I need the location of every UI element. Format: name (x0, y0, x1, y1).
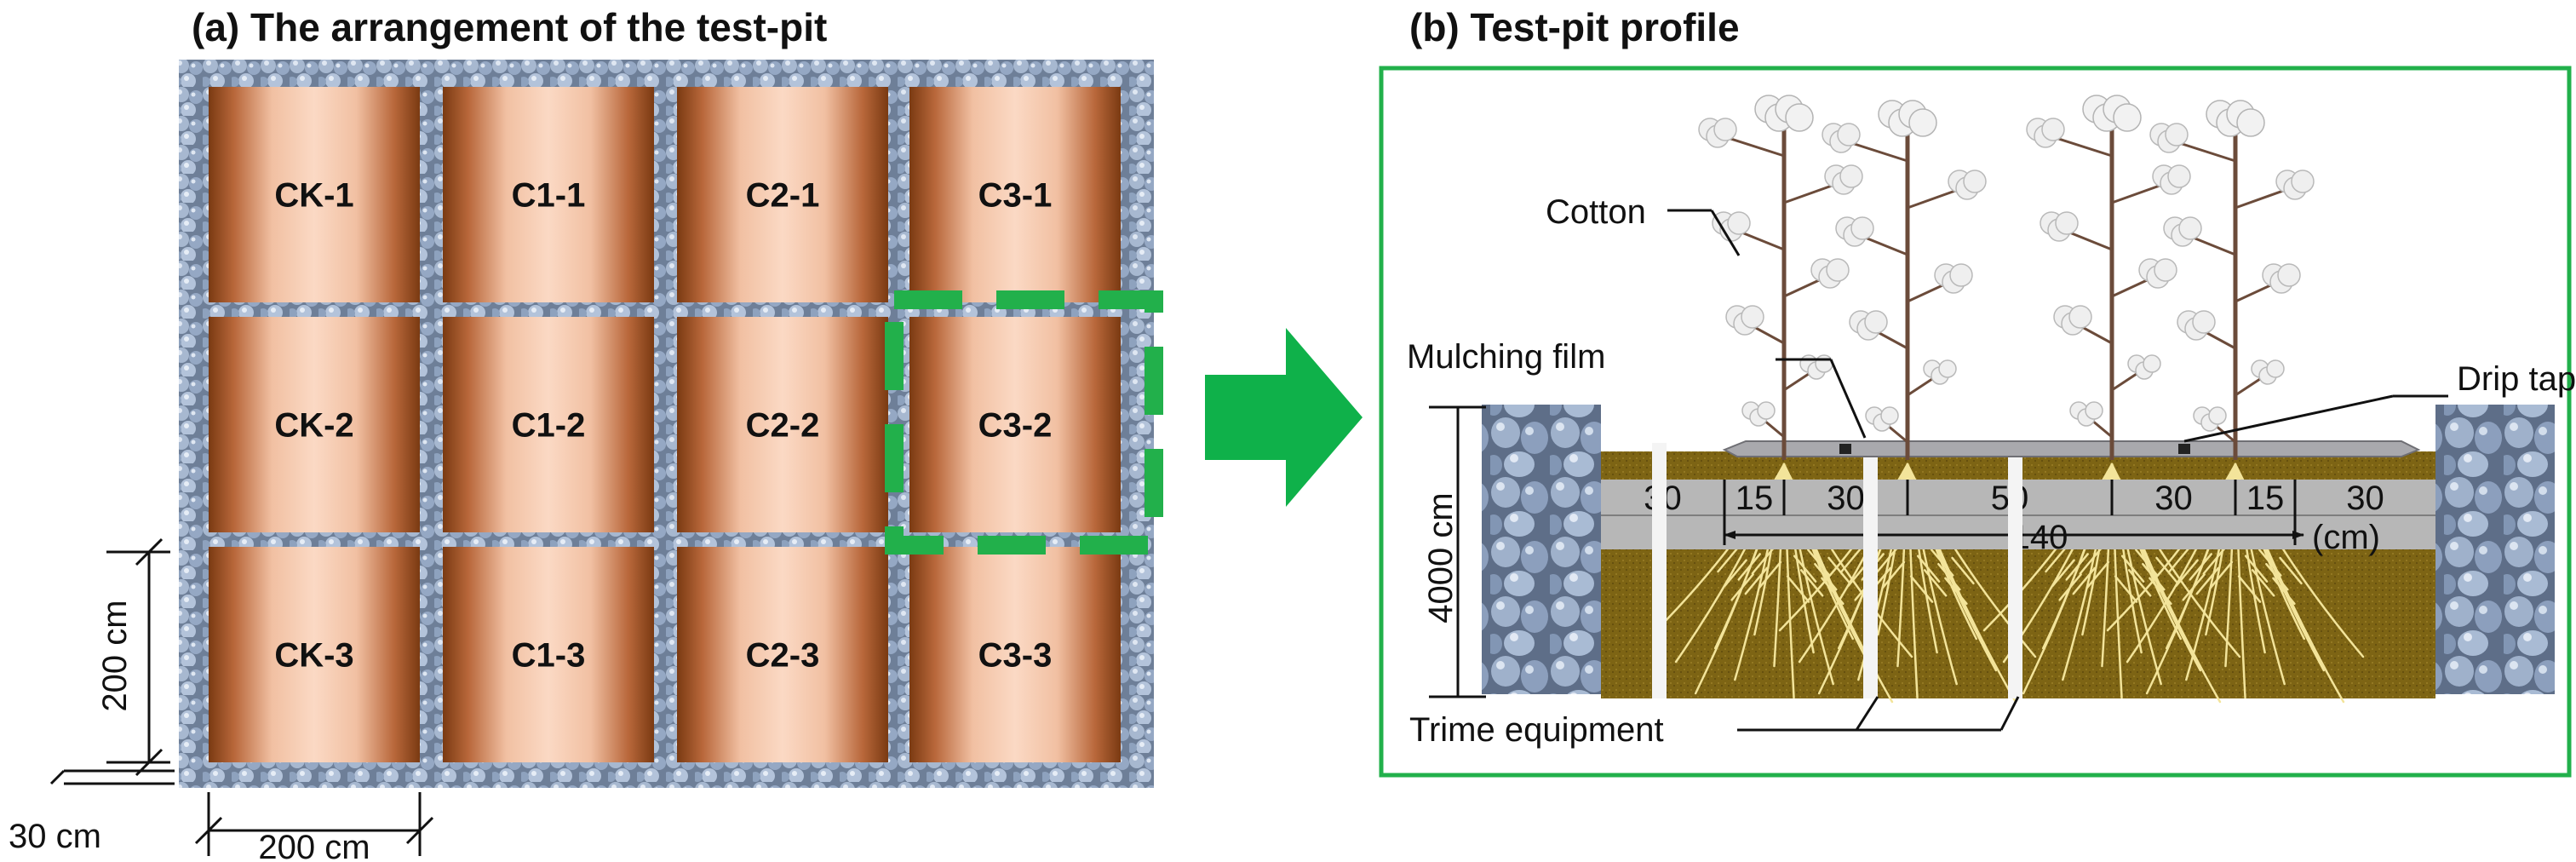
plot-ck-1: CK-1 (209, 87, 420, 302)
profile-frame (1379, 66, 2572, 778)
plot-ck-2: CK-2 (209, 317, 420, 532)
spacing-ticks (1723, 480, 2297, 545)
plot-label: C1-1 (512, 177, 586, 215)
gravel-wall-left (1482, 405, 1601, 694)
gravel-wall-right (2435, 405, 2555, 694)
spacing-label: 15 (2246, 480, 2285, 517)
plot-label: C1-3 (512, 637, 586, 675)
drip-tape-label: Drip tape (2457, 360, 2576, 398)
spacing-label: 30 (1827, 480, 1865, 517)
spacing-label: 30 (2154, 480, 2193, 517)
plot-label: C1-2 (512, 407, 586, 445)
cotton-label: Cotton (1546, 193, 1646, 231)
cotton-plant-2 (1822, 100, 1987, 460)
dimension-lines-a (49, 537, 434, 856)
plot-c3-1: C3-1 (909, 87, 1121, 302)
dim-gap-label: 30 cm (9, 818, 101, 855)
spacing-label: 30 (2346, 480, 2384, 517)
highlight-box (885, 290, 1163, 555)
plot-ck-3: CK-3 (209, 547, 420, 762)
plot-label: C3-3 (978, 637, 1053, 675)
trime-label: Trime equipment (1409, 711, 1664, 749)
plot-label: CK-2 (274, 407, 353, 445)
plot-c1-1: C1-1 (443, 87, 654, 302)
plot-c2-3: C2-3 (677, 547, 888, 762)
plot-c3-3: C3-3 (909, 547, 1121, 762)
panel-a-title: (a) The arrangement of the test-pit (192, 5, 827, 49)
plot-c3-2: C3-2 (909, 317, 1121, 532)
dim-height-label: 200 cm (96, 600, 134, 711)
plot-grid: CK-1 C1-1 C2-1 C3-1CK-2 C1-2 C2-2 C3-2CK-3 C1-3… (209, 87, 1121, 762)
trime-tubes (1652, 443, 2022, 698)
plot-label: CK-3 (274, 637, 353, 675)
plot-label: C3-2 (978, 407, 1053, 445)
plot-label: CK-1 (274, 177, 353, 215)
mulching-film-label: Mulching film (1407, 338, 1605, 376)
cotton-plants (1698, 95, 2315, 460)
plot-c2-2: C2-2 (677, 317, 888, 532)
drip-emitter-1 (1839, 444, 1851, 454)
plot-c2-1: C2-1 (677, 87, 888, 302)
plot-label: C2-1 (746, 177, 820, 215)
plot-c1-3: C1-3 (443, 547, 654, 762)
plot-c1-2: C1-2 (443, 317, 654, 532)
plot-label: C3-1 (978, 177, 1053, 215)
depth-dimension (1429, 405, 1486, 698)
panel-b-title: (b) Test-pit profile (1409, 5, 1740, 49)
plot-label: C2-3 (746, 637, 820, 675)
cotton-plant-3 (2026, 95, 2191, 460)
plot-label: C2-2 (746, 407, 820, 445)
spacing-label: 15 (1736, 480, 1774, 517)
drip-emitter-2 (2178, 444, 2190, 454)
cotton-plant-4 (2149, 100, 2315, 460)
unit-label: (cm) (2312, 519, 2380, 556)
depth-label: 4000 cm (1422, 492, 1460, 623)
transition-arrow-icon (1205, 328, 1363, 507)
mulching-film (1722, 440, 2421, 457)
dim-width-label: 200 cm (258, 829, 370, 862)
callout-lines (1667, 209, 2448, 732)
